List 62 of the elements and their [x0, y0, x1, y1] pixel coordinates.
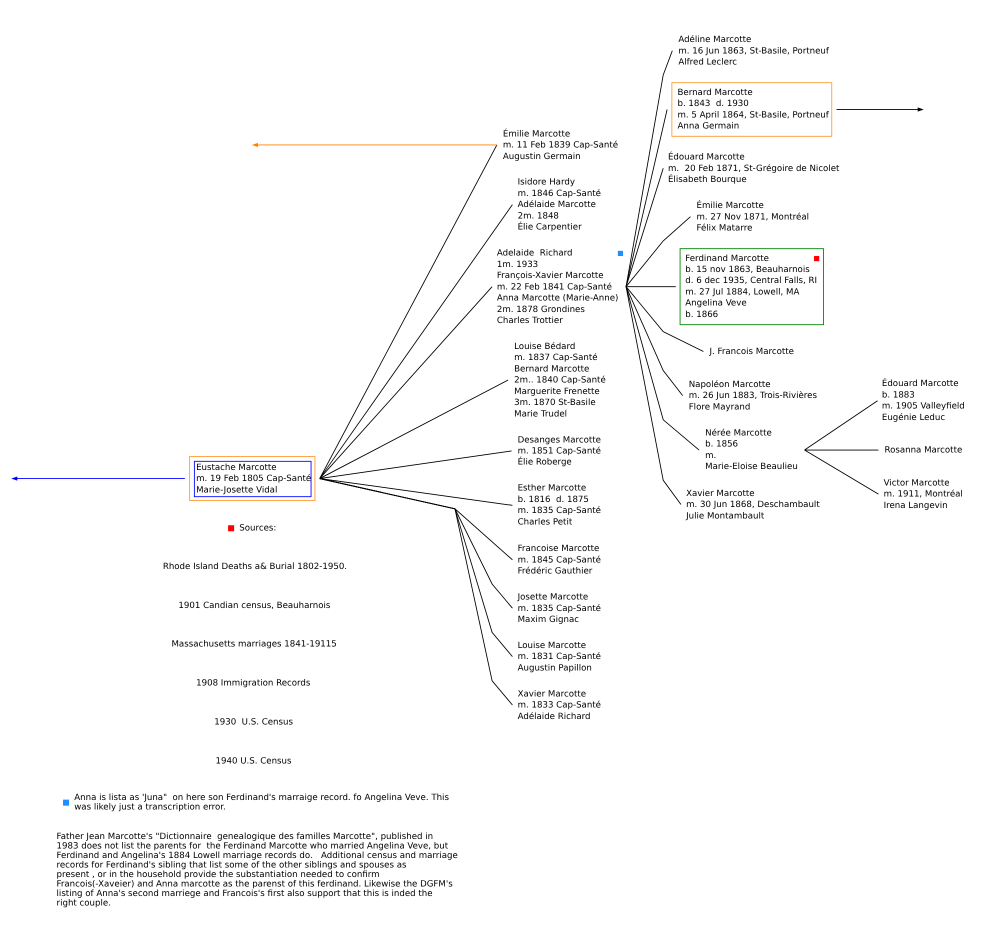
connector	[626, 216, 691, 288]
connector	[804, 400, 878, 450]
connector	[319, 478, 513, 658]
node-text: Émilie Marcotte m. 27 Nov 1871, Montréal Félix Matarre	[696, 201, 810, 234]
label: Rhode Island Deaths a& Burial 1802-1950.	[162, 562, 348, 572]
legend-label: Sources:	[239, 523, 276, 534]
connector	[626, 286, 704, 352]
node-text: Louise Bédard m. 1837 Cap-Santé Bernard Marcotte 2m.. 1840 Cap-Santé Marguerite Frenette 3m. 1870 St-Basile Marie Trudel	[514, 342, 606, 420]
node-label: Adelaide Richard	[496, 248, 572, 259]
connector	[804, 450, 879, 495]
connector	[319, 286, 493, 479]
connector	[319, 478, 513, 706]
node-text: Desanges Marcotte m. 1851 Cap-Santé Élie Roberge	[518, 435, 601, 468]
node-text: Adéline Marcotte m. 16 Jun 1863, St-Basile, Portneuf Alfred Leclerc	[678, 35, 829, 68]
node-text: Xavier Marcotte m. 30 Jun 1868, Deschambault Julie Montambault	[686, 488, 820, 522]
legend-label: Anna is lista as 'Juna" on here son Ferdinand's marraige record. fo Angelina Veve. This was likely just a transcription error.	[74, 793, 449, 813]
node-text: Francoise Marcotte m. 1845 Cap-Santé Frédéric Gauthier	[518, 544, 601, 577]
node-text: Napoléon Marcotte m. 26 Jun 1883, Trois-Rivières Flore Mayrand	[688, 380, 817, 412]
node-text: Rosanna Marcotte	[884, 446, 962, 456]
node-text: Esther Marcotte b. 1816 d. 1875 m. 1835 Cap-Santé Charles Petit	[518, 484, 601, 528]
connector	[626, 109, 668, 288]
node-label: m. 22 Feb 1841 Cap-Santé	[496, 282, 612, 292]
connector	[626, 286, 676, 288]
node-label: 2m. 1878 Grondines	[496, 304, 585, 315]
node-text: Victor Marcotte m. 1911, Montréal Irena Langevin	[884, 478, 963, 511]
connector	[626, 286, 684, 396]
node-label: 1m. 1933	[496, 260, 538, 270]
arrow	[252, 142, 498, 148]
node-text: Josette Marcotte m. 1835 Cap-Santé Maxim Gignac	[518, 592, 601, 626]
connector	[319, 144, 498, 479]
label: 1908 Immigration Records	[196, 678, 310, 689]
node-text: Xavier Marcotte m. 1833 Cap-Santé Adélaide Richard	[518, 689, 601, 722]
connector	[319, 450, 512, 479]
connector	[319, 478, 513, 560]
node-text: Édouard Marcotte m. 20 Feb 1871, St-Grégoire de Nicolet Élisabeth Bourque	[668, 152, 840, 186]
label: 1930 U.S. Census	[214, 717, 293, 728]
connector	[319, 380, 509, 479]
node-label: François-Xavier Marcotte	[496, 271, 604, 282]
node-box: Ferdinand Marcotte b. 15 nov 1863, Beauharnois d. 6 dec 1935, Central Falls, RI m. 27 Jul 1884, Lowell, MA Angelina Veve b. 1866	[680, 248, 824, 326]
node-text: Louise Marcotte m. 1831 Cap-Santé Augustin Papillon	[518, 640, 601, 674]
node-box	[618, 250, 624, 256]
arrow	[11, 476, 186, 481]
connector	[319, 478, 513, 609]
node-text: J. Francois Marcotte	[709, 347, 794, 358]
connector	[319, 478, 513, 506]
label: 1940 U.S. Census	[216, 756, 292, 766]
connector	[626, 50, 673, 288]
arrow	[836, 107, 924, 112]
node-text: Nérée Marcotte b. 1856 m. Marie-Eloise Beaulieu	[705, 428, 798, 472]
label: Father Jean Marcotte's "Dictionnaire genealogique des familles Marcotte", published in 1983 does not list the parents for the Ferdinand Marcotte who married Angelina Veve, but Ferdinand and Angelina's 1884 Lowell marriage records do. Additional census and marriage records for Ferdinand's sibling that list some of the other siblings and spouses as present , or in the household provide the substantiation needed to confirm Francois(-Xaveier) and Anna marcotte as the parenst of this ferdinand. Likewise the DGFM's listing of Anna's second marriege and Francois's first also support that this is inded the right couple.	[56, 832, 458, 908]
connector	[626, 286, 700, 450]
node-text: Édouard Marcotte b. 1883 m. 1905 Valleyfield Eugénie Leduc	[882, 379, 965, 423]
node-text: Isidore Hardy m. 1846 Cap-Santé Adélaide Marcotte 2m. 1848 Élie Carpentier	[518, 178, 601, 233]
node-text: Émilie Marcotte m. 11 Feb 1839 Cap-Santé Augustin Germain	[502, 129, 618, 162]
node-label: Anna Marcotte (Marie-Anne)	[496, 294, 618, 304]
connector	[626, 286, 682, 505]
node-box: Bernard Marcotte b. 1843 d. 1930 m. 5 April 1864, St-Basile, Portneuf Anna Germain	[671, 82, 832, 137]
label: 1901 Candian census, Beauharnois	[178, 600, 330, 611]
label: Massachusetts marriages 1841-19115	[171, 640, 337, 650]
node-label: Charles Trottier	[496, 316, 563, 326]
connector	[626, 168, 664, 288]
connector	[319, 204, 513, 479]
